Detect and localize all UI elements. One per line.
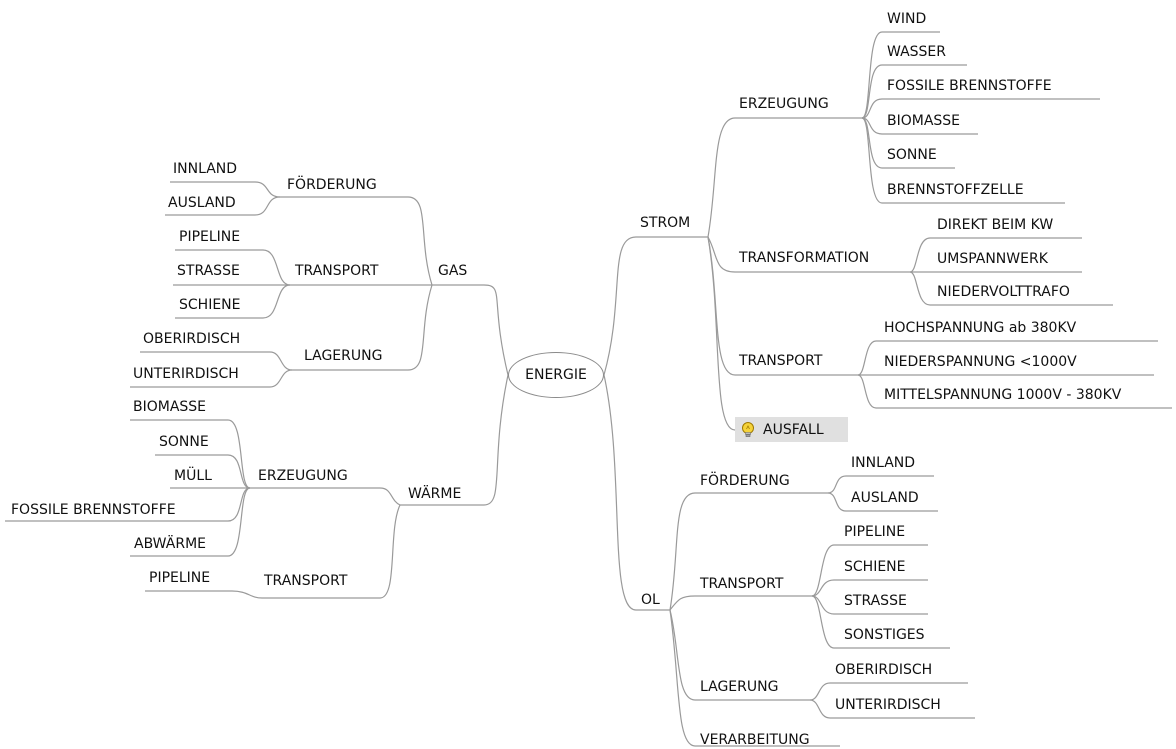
link-of-innland <box>827 475 934 494</box>
node-oel-strasse[interactable]: STRASSE <box>844 593 907 609</box>
link-oel-lagerung <box>669 609 810 701</box>
ausfall-label: AUSFALL <box>763 421 824 438</box>
link-erz-biomasse <box>861 117 978 135</box>
node-strom-fossile[interactable]: FOSSILE BRENNSTOFFE <box>887 78 1052 94</box>
link-foerderung-ausland <box>165 196 281 216</box>
link-root-oel <box>603 374 637 611</box>
node-oel-innland[interactable]: INNLAND <box>851 455 916 471</box>
link-ot-pipeline <box>811 544 928 597</box>
node-gas-strasse[interactable]: STRASSE <box>177 263 240 279</box>
node-oel-oberirdisch[interactable]: OBERIRDISCH <box>835 662 933 678</box>
node-strom-brennstoffzelle[interactable]: BRENNSTOFFZELLE <box>887 182 1024 198</box>
node-strom-ausfall[interactable]: AUSFALL <box>735 417 848 442</box>
node-gas-oberirdisch[interactable]: OBERIRDISCH <box>143 331 241 347</box>
link-erzeugung-sonne <box>155 454 251 489</box>
link-erz-brennstoffzelle <box>861 117 1065 204</box>
root-label: ENERGIE <box>525 367 587 383</box>
node-gas-foerderung[interactable]: FÖRDERUNG <box>287 177 377 193</box>
node-strom-wind[interactable]: WIND <box>887 11 927 27</box>
node-oel-transport[interactable]: TRANSPORT <box>700 576 784 592</box>
link-trn-hoch <box>857 340 1158 376</box>
node-strom-transformation[interactable]: TRANSFORMATION <box>739 250 870 266</box>
link-transport-schiene <box>175 284 291 319</box>
link-of-ausland <box>827 492 938 512</box>
link-foerderung-innland <box>170 181 281 198</box>
link-ol-oberirdisch <box>809 682 968 701</box>
node-waerme[interactable]: WÄRME <box>408 486 462 502</box>
node-strom-mittel[interactable]: MITTELSPANNUNG 1000V - 380KV <box>884 387 1122 403</box>
link-erzeugung-abwaerme <box>130 487 251 557</box>
node-strom-direkt[interactable]: DIREKT BEIM KW <box>937 217 1054 233</box>
link-ol-unterirdisch <box>809 699 975 719</box>
node-gas-lagerung[interactable]: LAGERUNG <box>304 348 383 364</box>
node-strom-erzeugung[interactable]: ERZEUGUNG <box>739 96 829 112</box>
node-waerme-abwaerme[interactable]: ABWÄRME <box>134 536 206 552</box>
node-waerme-fossile[interactable]: FOSSILE BRENNSTOFFE <box>11 502 176 518</box>
node-strom-hoch[interactable]: HOCHSPANNUNG ab 380KV <box>884 320 1077 336</box>
node-strom-nieder[interactable]: NIEDERSPANNUNG <1000V <box>884 354 1077 370</box>
link-lagerung-oberirdisch <box>140 351 293 371</box>
link-waerme-erzeugung <box>250 487 401 506</box>
node-oel-foerderung[interactable]: FÖRDERUNG <box>700 473 790 489</box>
link-transport-pipeline-w <box>145 590 263 599</box>
node-gas[interactable]: GAS <box>438 263 468 279</box>
node-gas-ausland[interactable]: AUSLAND <box>168 195 236 211</box>
link-waerme-transport <box>262 504 401 599</box>
link-erz-wasser <box>861 64 967 119</box>
node-oel-sonstiges[interactable]: SONSTIGES <box>844 627 925 643</box>
link-lagerung-unterirdisch <box>130 369 293 388</box>
link-trf-direkt <box>909 237 1082 273</box>
node-oel-schiene[interactable]: SCHIENE <box>844 559 906 575</box>
node-waerme-pipeline[interactable]: PIPELINE <box>149 570 211 586</box>
link-root-strom <box>603 236 637 376</box>
lightbulb-icon <box>742 421 754 437</box>
node-oel-ausland[interactable]: AUSLAND <box>851 490 919 506</box>
node-strom-biomasse[interactable]: BIOMASSE <box>887 113 961 129</box>
link-root-gas <box>483 284 509 376</box>
node-strom-transport[interactable]: TRANSPORT <box>739 353 823 369</box>
node-waerme-erzeugung[interactable]: ERZEUGUNG <box>258 468 348 484</box>
node-waerme-muell[interactable]: MÜLL <box>174 468 212 484</box>
link-trn-mittel <box>857 374 1172 409</box>
link-ot-schiene <box>811 579 928 597</box>
link-erzeugung-biomasse <box>130 419 251 489</box>
root-node-energie[interactable]: ENERGIE <box>508 352 604 398</box>
link-trf-niedervolttrafo <box>909 271 1113 306</box>
node-oel-lagerung[interactable]: LAGERUNG <box>700 679 779 695</box>
node-gas-innland[interactable]: INNLAND <box>173 161 238 177</box>
node-strom-niedervolttrafo[interactable]: NIEDERVOLTTRAFO <box>937 284 1070 300</box>
node-waerme-biomasse[interactable]: BIOMASSE <box>133 399 207 415</box>
link-ot-strasse <box>811 595 928 615</box>
node-waerme-transport[interactable]: TRANSPORT <box>264 573 348 589</box>
link-oel-verarbeitung <box>669 609 840 747</box>
node-strom-sonne[interactable]: SONNE <box>887 147 937 163</box>
node-oel[interactable]: OL <box>641 592 660 608</box>
link-root-waerme <box>483 374 509 506</box>
link-strom-ausfall <box>707 236 736 431</box>
link-strom-erzeugung <box>707 117 862 238</box>
link-gas-lagerung <box>292 284 433 371</box>
link-oel-transport <box>669 595 812 611</box>
node-strom-wasser[interactable]: WASSER <box>887 44 947 60</box>
link-ot-sonstiges <box>811 595 950 649</box>
node-oel-unterirdisch[interactable]: UNTERIRDISCH <box>835 697 941 713</box>
node-oel-verarbeitung[interactable]: VERARBEITUNG <box>700 732 810 748</box>
link-gas-foerderung <box>280 196 433 286</box>
link-oel-foerderung <box>669 492 828 611</box>
node-oel-pipeline[interactable]: PIPELINE <box>844 524 906 540</box>
link-erz-fossile <box>861 98 1100 119</box>
node-gas-schiene[interactable]: SCHIENE <box>179 297 241 313</box>
node-gas-pipeline[interactable]: PIPELINE <box>179 229 241 245</box>
node-waerme-sonne[interactable]: SONNE <box>159 434 209 450</box>
link-transport-pipeline <box>175 249 291 286</box>
node-strom[interactable]: STROM <box>640 215 691 231</box>
node-gas-unterirdisch[interactable]: UNTERIRDISCH <box>133 366 239 382</box>
node-gas-transport[interactable]: TRANSPORT <box>295 263 379 279</box>
link-strom-transformation <box>707 236 910 273</box>
node-strom-umspannwerk[interactable]: UMSPANNWERK <box>937 251 1048 267</box>
link-erz-wind <box>861 31 940 119</box>
